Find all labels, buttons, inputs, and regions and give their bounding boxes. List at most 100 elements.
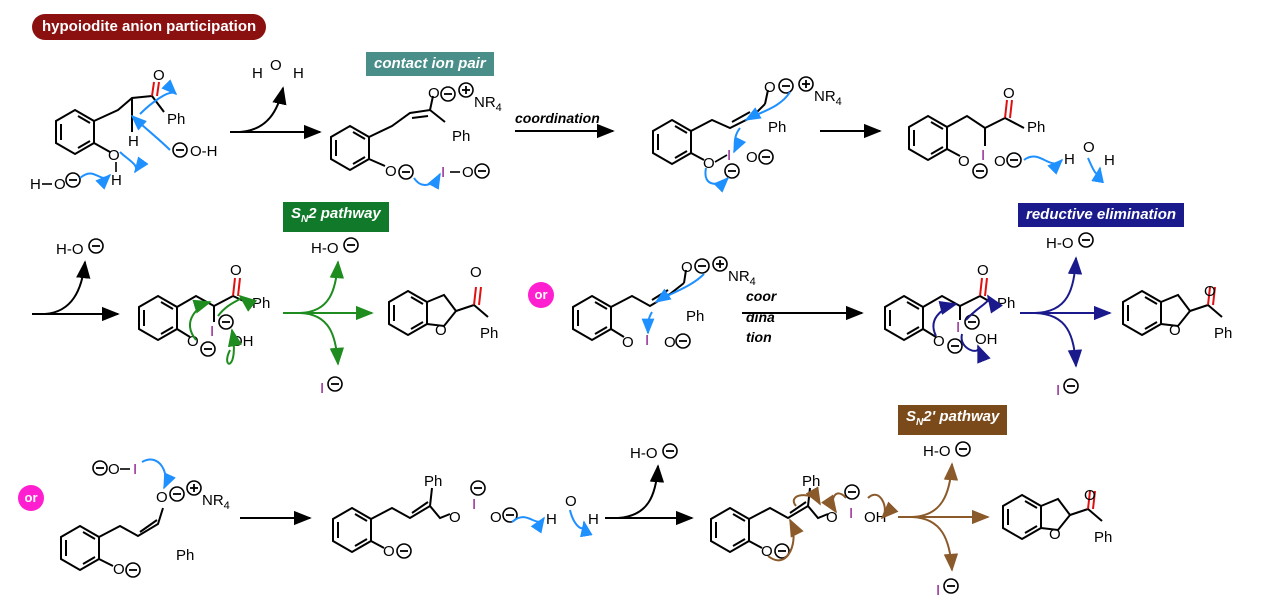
arrow-1: H O H [230, 57, 322, 140]
coordination-arrow-2: coor dina tion [742, 288, 864, 345]
h-atom: H [128, 133, 139, 150]
hypoiodite-o: O [462, 164, 474, 181]
iodine: I [849, 505, 853, 522]
enol-o: O [449, 509, 461, 526]
carbonyl-o: O [977, 262, 989, 279]
enolate-o: O [156, 489, 168, 506]
hypoiodite-anion-participation-badge: hypoiodite anion participation [32, 14, 267, 40]
water-o: O [270, 57, 282, 74]
ho-minus: H-O [923, 443, 951, 460]
ph-group: Ph [452, 128, 470, 145]
ph-group: Ph [424, 473, 442, 490]
ho-minus: H-O [56, 241, 84, 258]
ph-group: Ph [252, 295, 270, 312]
structure-5-sn2-intermediate: O Ph I O OH [138, 262, 270, 365]
or-mark-1: or [528, 282, 554, 308]
hypoiodite-o: O [664, 334, 676, 351]
ho-minus: H-O [630, 445, 658, 462]
iodine: I [133, 461, 137, 478]
hypoiodite-o: O [746, 149, 758, 166]
ph-group: Ph [768, 119, 786, 136]
product-1-ring-o: O [435, 322, 447, 339]
ph-group: Ph [686, 308, 704, 325]
coordination-arrow: coordination [515, 110, 615, 139]
water-h1: H [252, 65, 263, 82]
phenoxide-o: O [703, 155, 715, 172]
structure-8-enolate-hypoiodite: O I O NR4 Ph O [60, 458, 230, 578]
nr4: NR4 [202, 492, 230, 512]
product-3-o: O [1084, 487, 1096, 504]
arrow-row3-2: H-O [605, 443, 694, 526]
contact-ion-pair-badge: contact ion pair [366, 52, 494, 76]
product-2-o: O [1204, 283, 1216, 300]
ph-group: Ph [176, 547, 194, 564]
product-2-ph: Ph [1214, 325, 1232, 342]
water-h1: H [546, 511, 557, 528]
water-o: O [565, 493, 577, 510]
structure-4-alpha-iodo-ketone: O Ph I O O H O H [908, 85, 1115, 184]
water-o: O [1083, 139, 1095, 156]
structure-3-coordinated: O NR4 Ph O I O [652, 76, 842, 193]
water-h1: H [1064, 151, 1075, 168]
carbonyl-o: O [1003, 85, 1015, 102]
structure-9-o-iodo-enol: Ph O I O O H O H [332, 473, 599, 560]
phenoxide-o: O [113, 561, 125, 578]
structure-6-coordinated: O NR4 Ph O I O [572, 256, 756, 351]
hypoiodite-o: O [490, 509, 502, 526]
reductive-elimination-arrow: H-O I [1020, 232, 1112, 399]
phenol-h: H [111, 172, 122, 189]
enolate-o: O [764, 79, 776, 96]
water-h2: H [293, 65, 304, 82]
ph-group: Ph [802, 473, 820, 490]
nr4: NR4 [728, 268, 756, 288]
carbonyl-o: O [153, 67, 165, 84]
phenoxide-o: O [187, 333, 199, 350]
structure-7-reductive-elimination: O Ph I O OH [884, 262, 1015, 364]
iodine: I [727, 147, 731, 164]
product-1-o: O [470, 264, 482, 281]
coordination-label: coordination [515, 110, 600, 126]
product-3-ring-o: O [1049, 526, 1061, 543]
sn2prime-arrow: H-O I [898, 441, 990, 599]
ph-group: Ph [997, 295, 1015, 312]
iodide: I [1056, 382, 1060, 399]
ph-group: Ph [167, 111, 185, 128]
hypoiodite-o: O [994, 153, 1006, 170]
arrow-row2-start: H-O [32, 238, 120, 322]
phenoxide-o: O [761, 543, 773, 560]
phenoxide-o: O [958, 153, 970, 170]
nr4: NR4 [474, 94, 502, 114]
dina-label: dina [746, 309, 775, 325]
product-2-ring-o: O [1169, 322, 1181, 339]
product-1-ph: Ph [480, 325, 498, 342]
structure-10-sn2prime-intermediate: Ph O I OH O [710, 473, 899, 562]
coor-label: coor [746, 288, 778, 304]
product-3-ph: Ph [1094, 529, 1112, 546]
iodine: I [472, 496, 476, 513]
sn2-arrow: H-O I [283, 237, 374, 397]
hydroxide-oh: O-H [190, 143, 218, 160]
structure-2-contact-ion-pair: O NR4 Ph O I O [330, 82, 502, 190]
tion-label: tion [746, 329, 772, 345]
reductive-elimination-badge: reductive elimination [1018, 203, 1185, 227]
ho-minus: H-O [1046, 235, 1074, 252]
nr4: NR4 [814, 88, 842, 108]
iodide: I [936, 582, 940, 599]
ph-group: Ph [1027, 119, 1045, 136]
iodine: I [956, 319, 960, 336]
oh-group: OH [975, 331, 998, 348]
water-h2: H [1104, 152, 1115, 169]
iodine: I [210, 323, 214, 340]
iodide: I [320, 380, 324, 397]
enolate-o: O [681, 259, 693, 276]
water-h2: H [588, 511, 599, 528]
phenoxide-o: O [385, 163, 397, 180]
or-mark-2: or [18, 485, 44, 511]
iodine: I [441, 164, 445, 181]
phenoxide-o: O [383, 543, 395, 560]
phenoxide-o: O [933, 333, 945, 350]
carbonyl-o: O [230, 262, 242, 279]
hypoiodite-o: O [108, 461, 120, 478]
phenol-o: O [108, 147, 120, 164]
hydroxide-o: O [54, 176, 66, 193]
